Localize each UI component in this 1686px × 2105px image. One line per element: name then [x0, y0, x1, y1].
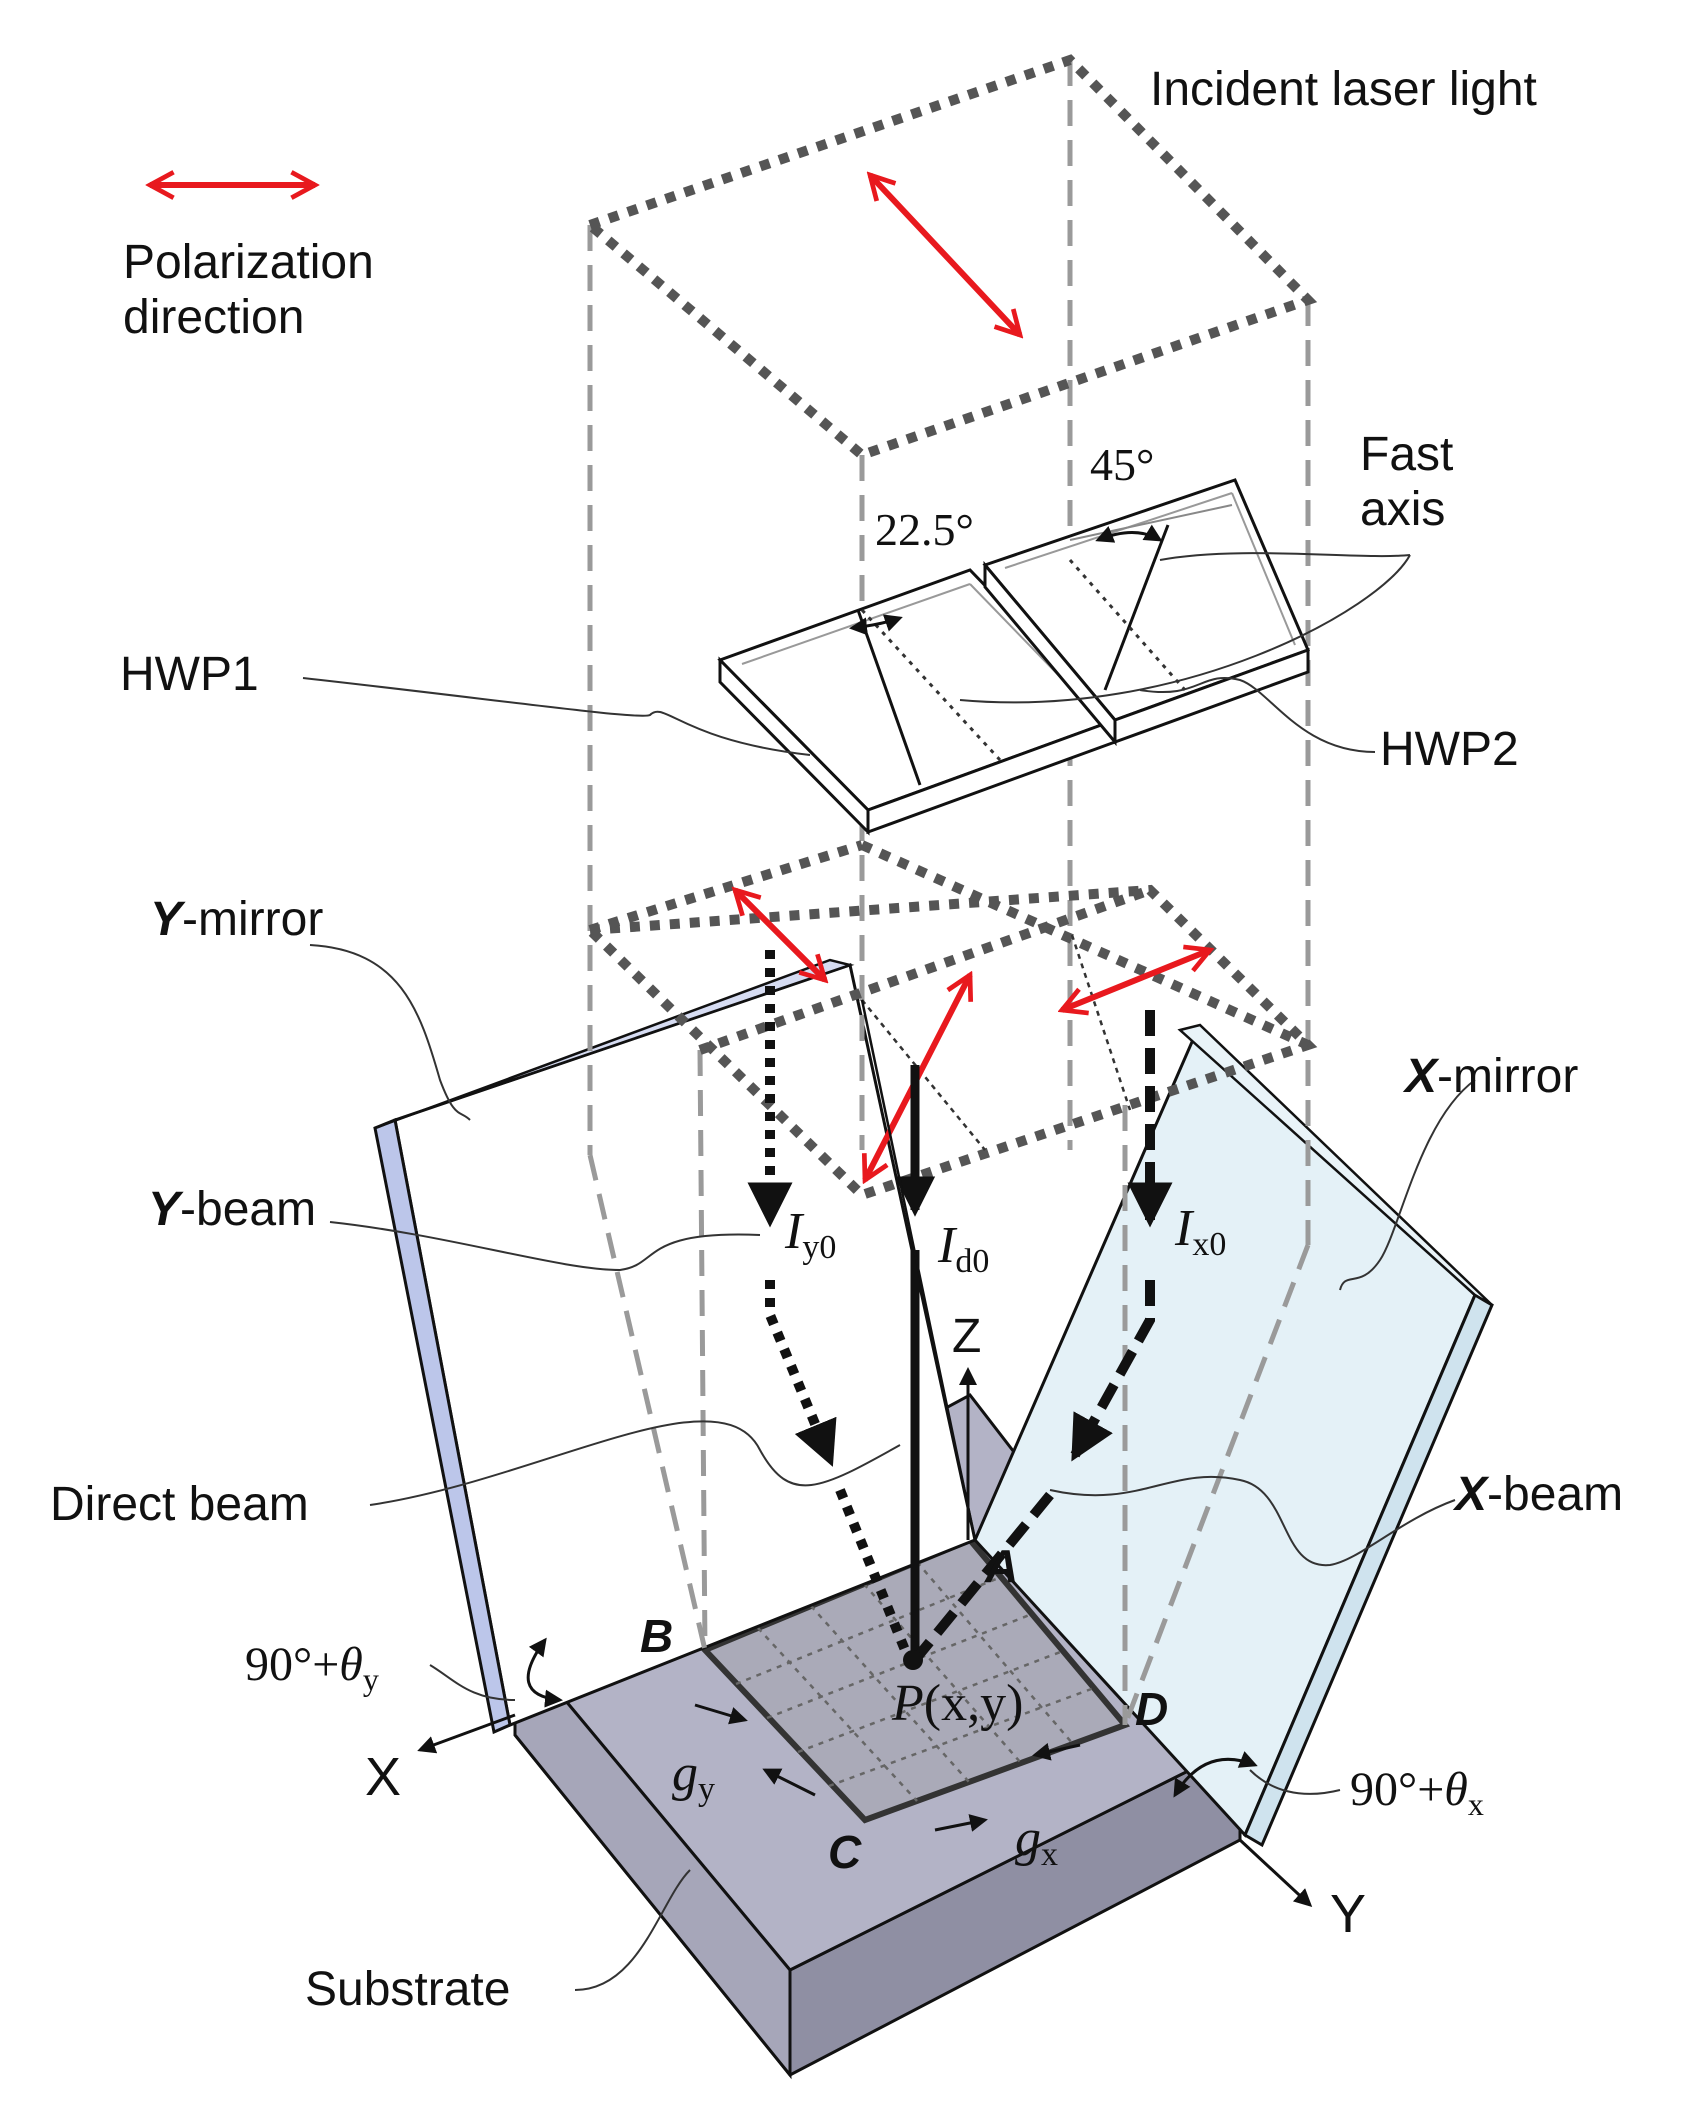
label-incident-laser: Incident laser light: [1150, 63, 1537, 116]
label-x-beam: X-beam: [1452, 1468, 1623, 1521]
label-iy0: Iy0: [784, 1203, 836, 1266]
label-angle-22-5: 22.5°: [875, 504, 974, 555]
label-axis-y: Y: [1330, 1884, 1366, 1944]
label-point-c: C: [828, 1826, 862, 1878]
incident-polarization-arrow: [870, 175, 1020, 335]
label-point-d: D: [1135, 1683, 1168, 1735]
label-hwp2: HWP2: [1380, 723, 1519, 776]
y-beam: [747, 950, 910, 1652]
y-beam-polarization-arrow: [735, 890, 825, 980]
label-angle-45: 45°: [1090, 439, 1154, 490]
label-fast-axis-2: axis: [1360, 483, 1445, 536]
coordinate-axes: [417, 1367, 1313, 1908]
hwp1-fast-axis: [856, 609, 922, 786]
label-gap-y: gy: [672, 1745, 715, 1808]
label-y-beam: Y-beam: [148, 1183, 316, 1236]
label-polarization-1: Polarization: [123, 236, 374, 289]
angle-arc-22-5: [849, 614, 903, 636]
x-mirror-top-edge: [1177, 1023, 1493, 1307]
angle-arc-theta-y: [526, 1637, 563, 1708]
direct-beam: [860, 999, 977, 1660]
x-mirror: [973, 1023, 1494, 1848]
leader-lines: [302, 552, 1476, 1991]
x-beam-polarization-arrow: [1062, 950, 1210, 1010]
point-p-marker: [903, 1650, 923, 1670]
y-axis: [1238, 1838, 1313, 1908]
gap-markers: [694, 1703, 1081, 1832]
label-substrate: Substrate: [305, 1963, 510, 2016]
detector-grid-lines: [735, 1561, 1095, 1802]
x-axis: [417, 1713, 516, 1754]
label-direct-beam: Direct beam: [50, 1478, 309, 1531]
label-angle-theta-y: 90°+θy: [245, 1638, 379, 1697]
label-axis-z: Z: [952, 1310, 981, 1363]
label-ix0: Ix0: [1174, 1200, 1226, 1263]
hwp2-side: [1113, 647, 1310, 745]
label-id0: Id0: [937, 1217, 989, 1280]
angle-arc-45: [1095, 524, 1163, 543]
text-labels: Incident laser light Polarization direct…: [50, 63, 1623, 2016]
label-fast-axis-1: Fast: [1360, 428, 1453, 481]
hwp2-fast-axis: [1103, 524, 1170, 691]
label-point-a: A: [984, 1540, 1018, 1592]
label-x-mirror: X-mirror: [1402, 1050, 1578, 1103]
x-beam: [911, 1010, 1173, 1664]
label-hwp1: HWP1: [120, 648, 259, 701]
label-angle-theta-x: 90°+θx: [1350, 1763, 1484, 1822]
angle-arc-theta-x: [1173, 1751, 1258, 1798]
label-axis-x: X: [365, 1747, 401, 1807]
label-point-b: B: [640, 1610, 673, 1662]
label-gap-x: gx: [1015, 1810, 1058, 1873]
label-polarization-2: direction: [123, 291, 304, 344]
label-point-p: P(x,y): [891, 1675, 1023, 1732]
label-y-mirror: Y-mirror: [150, 893, 323, 946]
